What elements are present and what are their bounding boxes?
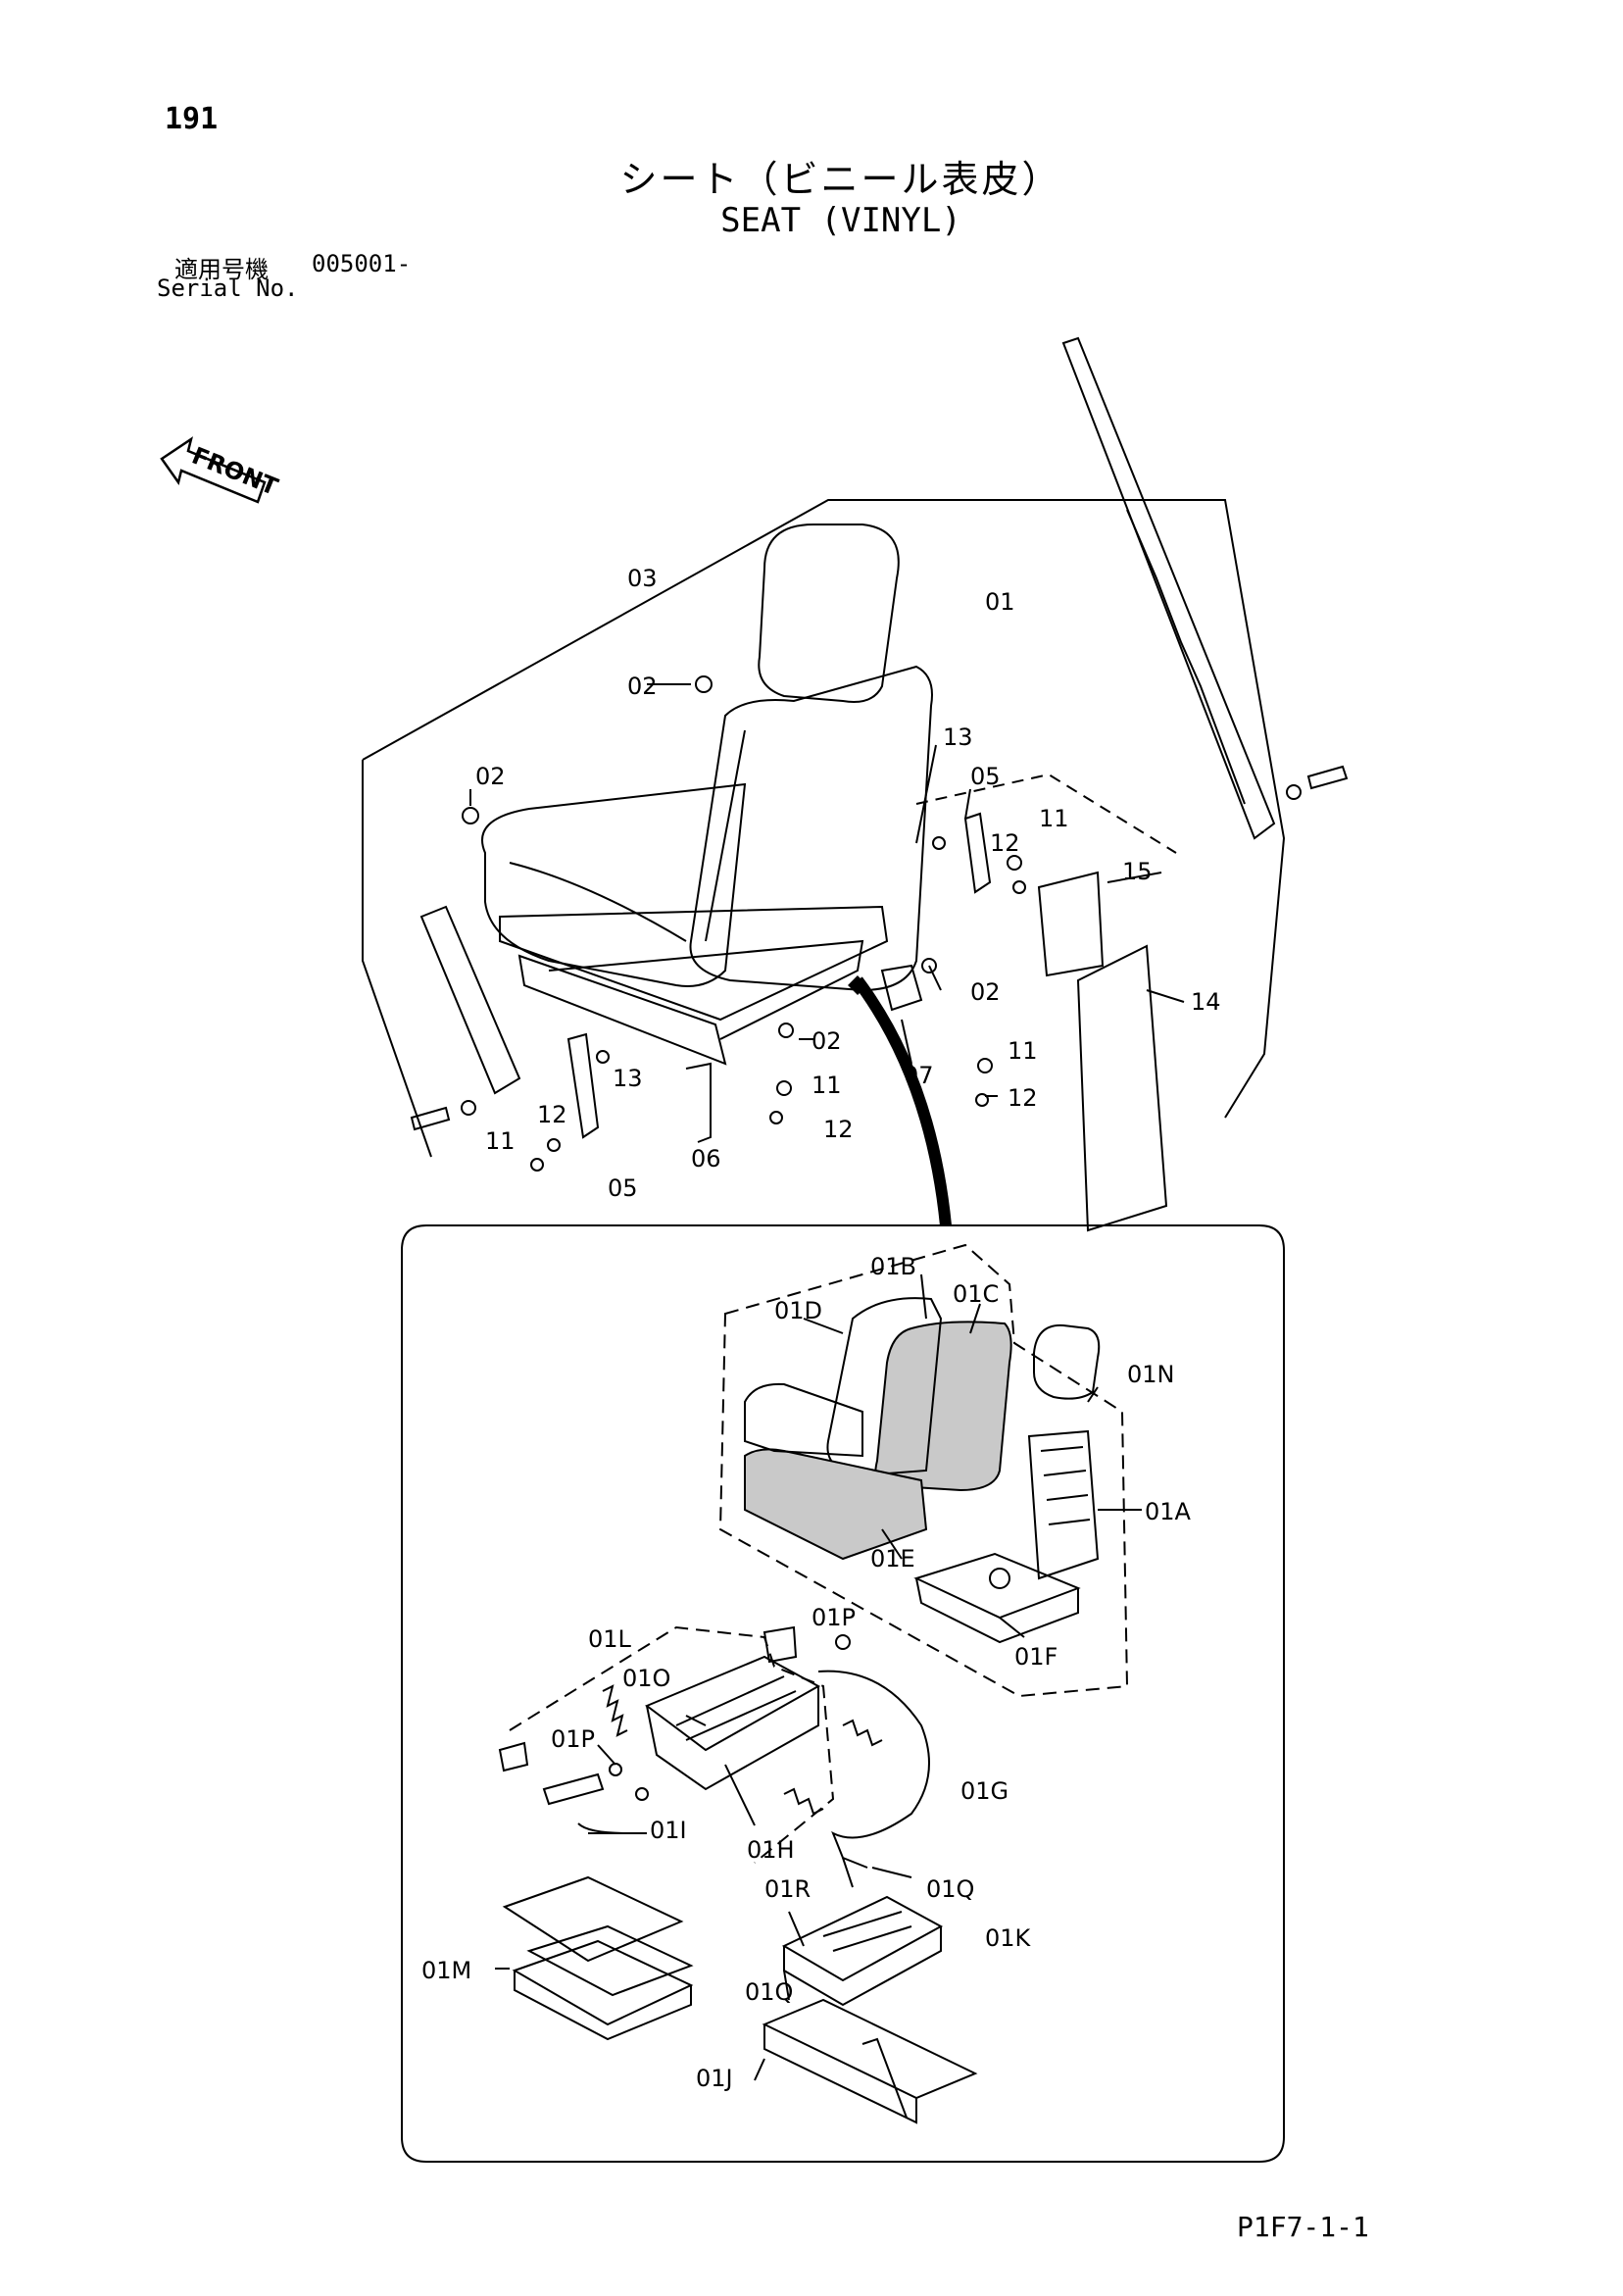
callout: 01L <box>588 1625 632 1653</box>
callout: 01D <box>774 1297 822 1324</box>
callout: 02 <box>475 763 506 790</box>
callout: 01P <box>812 1604 856 1631</box>
callout: 01 <box>985 588 1015 616</box>
callout: 01J <box>696 2065 733 2092</box>
callout: 05 <box>970 763 1001 790</box>
callout: 14 <box>1191 988 1221 1016</box>
callout: 12 <box>823 1116 854 1143</box>
callout: 07 <box>904 1062 934 1089</box>
callout: 02 <box>812 1027 842 1055</box>
callout: 01P <box>551 1725 595 1753</box>
title-english: SEAT (VINYL) <box>720 201 961 240</box>
page-number: 191 <box>165 102 219 136</box>
callout: 11 <box>1039 805 1069 832</box>
callout: 01K <box>985 1924 1032 1952</box>
callout: 01B <box>870 1253 916 1280</box>
callout: 02 <box>970 978 1001 1006</box>
callout: 03 <box>627 565 658 592</box>
front-arrow-icon: FRONT <box>160 436 282 504</box>
serial-label-japanese: 適用号機 <box>174 256 269 283</box>
serial-value: 005001- <box>312 250 412 277</box>
callout: 15 <box>1122 858 1153 885</box>
callout: 01Q <box>926 1875 974 1903</box>
callout: 01A <box>1145 1498 1192 1525</box>
callout: 11 <box>1008 1037 1038 1065</box>
callout: 13 <box>613 1065 643 1092</box>
callout: 13 <box>943 724 973 751</box>
title-japanese: シート（ビニール表皮） <box>619 158 1062 201</box>
callout: 01N <box>1127 1361 1175 1388</box>
serial-label-english: Serial No. <box>157 275 299 302</box>
callout: 11 <box>485 1127 516 1155</box>
callout: 05 <box>608 1174 638 1202</box>
callout: 01G <box>960 1777 1008 1805</box>
callout: 01O <box>622 1665 670 1692</box>
callout: 06 <box>691 1145 721 1173</box>
callout: 01F <box>1014 1643 1057 1671</box>
callout: 12 <box>537 1101 567 1128</box>
callout: 02 <box>627 673 658 700</box>
detail-box <box>401 1224 1285 2163</box>
callout: 01Q <box>745 1978 793 2006</box>
callout: 01E <box>870 1545 915 1572</box>
callout: 01I <box>650 1817 687 1844</box>
callout: 01R <box>764 1875 811 1903</box>
callout: 12 <box>990 829 1020 857</box>
footer-page-code: P1F7-1-1 <box>1237 2211 1369 2243</box>
callout: 12 <box>1008 1084 1038 1112</box>
callout: 11 <box>812 1072 842 1099</box>
callout: 01H <box>747 1836 795 1864</box>
callout-labels: 03 01 02 02 13 05 11 12 15 14 02 02 07 1… <box>421 565 1221 2092</box>
callout: 01M <box>421 1957 471 1984</box>
callout: 01C <box>953 1280 999 1308</box>
seat-assembly-drawing <box>362 336 1349 1232</box>
